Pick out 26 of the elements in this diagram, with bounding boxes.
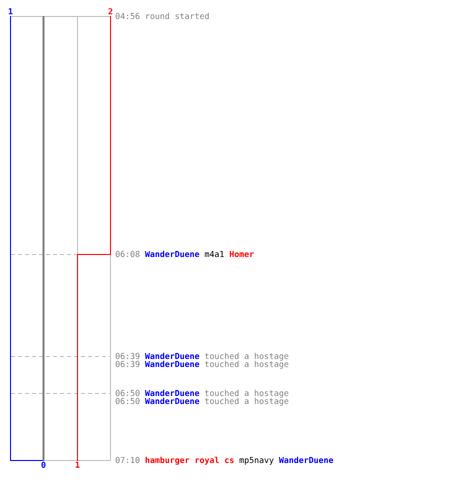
player-name: WanderDuene	[278, 456, 334, 464]
time-label: 06:50	[116, 398, 140, 404]
time-label: 06:08	[116, 250, 140, 258]
time-label: 06:50	[116, 390, 140, 396]
count-label: 2	[108, 8, 112, 14]
player-name: hamburger royal cs	[146, 456, 234, 465]
count-label: 1	[8, 8, 13, 14]
event-text: touched a hostage	[205, 352, 288, 361]
time-label: 06:39	[116, 352, 140, 360]
event-text: touched a hostage	[205, 360, 288, 369]
event-text: touched a hostage	[205, 398, 288, 406]
player-name: WanderDuene	[144, 398, 200, 404]
player-name: Homer	[230, 251, 254, 258]
player-name: WanderDuene	[144, 360, 200, 368]
weapon-name: m4a1	[204, 251, 224, 258]
count-label: 0	[42, 462, 46, 468]
time-label: 07:10	[116, 456, 140, 464]
event-text: round started	[146, 12, 209, 20]
event-text: touched a hostage	[205, 390, 288, 398]
player-name: WanderDuene	[144, 390, 200, 396]
time-label: 04:56	[116, 12, 140, 20]
count-label: 1	[76, 462, 80, 468]
time-label: 06:39	[116, 360, 140, 368]
player-name: WanderDuene	[144, 352, 200, 360]
player-name: WanderDuene	[144, 250, 200, 258]
weapon-name: mp5navy	[240, 457, 274, 465]
